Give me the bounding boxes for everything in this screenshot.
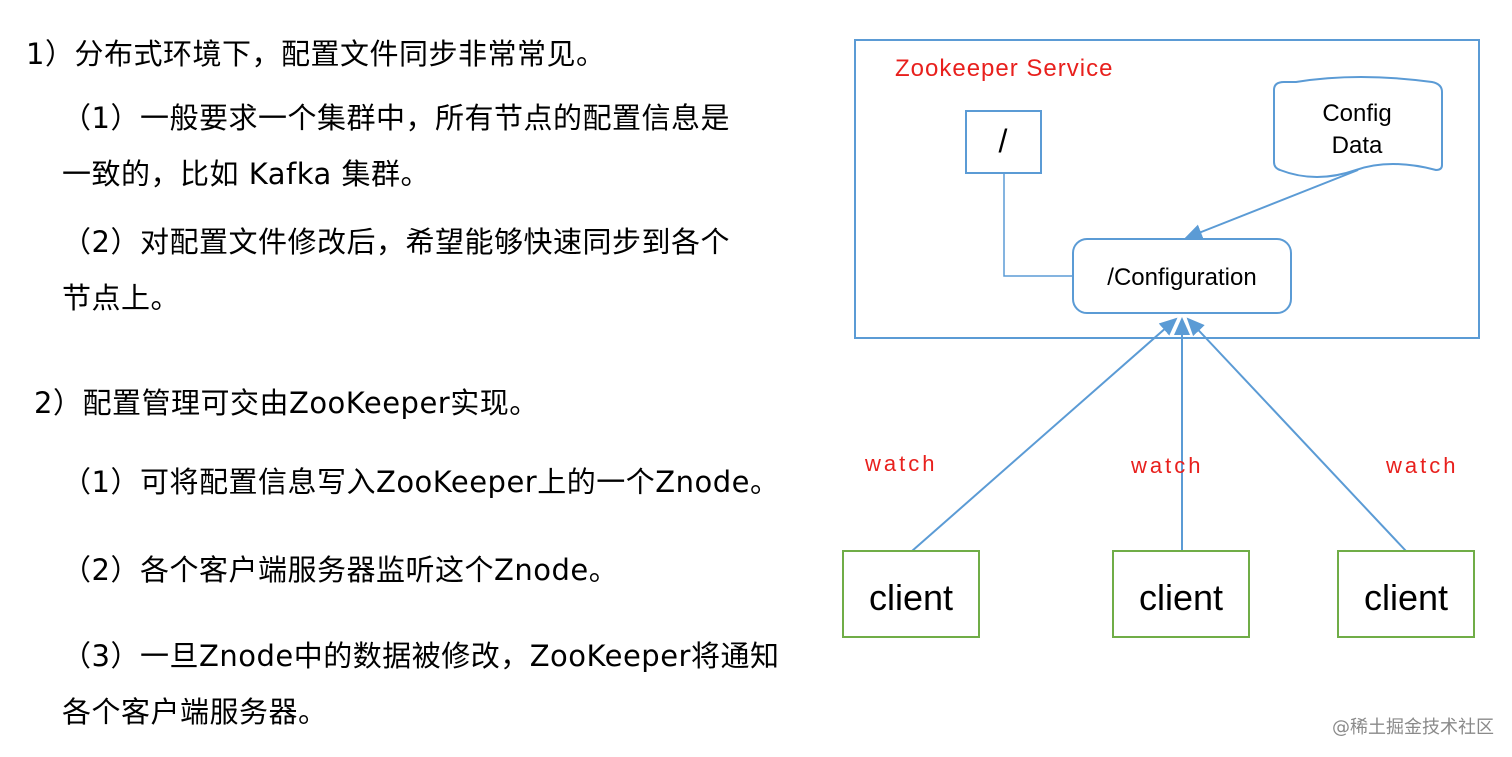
watermark: @稀土掘金技术社区	[1332, 717, 1494, 738]
config-data-line1: Config	[1322, 100, 1391, 127]
line-8: （2）各个客户端服务器监听这个Znode。	[62, 553, 619, 587]
config-data-shape	[1273, 76, 1443, 178]
service-label: Zookeeper Service	[895, 55, 1113, 82]
client-box-1	[842, 550, 980, 638]
client-label-3: client	[1364, 577, 1448, 618]
line-3: 一致的，比如 Kafka 集群。	[62, 157, 430, 191]
root-node-label: /	[999, 123, 1008, 159]
config-data-line2: Data	[1332, 132, 1383, 159]
watch-label-2: watch	[1130, 453, 1203, 478]
data-arrow	[1184, 169, 1359, 240]
watch-arrow-1	[911, 317, 1178, 552]
root-node	[965, 110, 1042, 174]
line-10: 各个客户端服务器。	[62, 695, 328, 729]
line-4: （2）对配置文件修改后，希望能够快速同步到各个	[62, 225, 730, 259]
configuration-node	[1072, 238, 1292, 314]
client-label-1: client	[869, 577, 953, 618]
line-7: （1）可将配置信息写入ZooKeeper上的一个Znode。	[62, 465, 780, 499]
configuration-node-label: /Configuration	[1107, 264, 1256, 291]
line-9: （3）一旦Znode中的数据被修改，ZooKeeper将通知	[62, 639, 780, 673]
root-connector	[1003, 174, 1073, 277]
line-5: 节点上。	[62, 281, 181, 315]
line-6: 2）配置管理可交由ZooKeeper实现。	[34, 386, 539, 420]
watch-label-3: watch	[1385, 453, 1458, 478]
line-1: 1）分布式环境下，配置文件同步非常常见。	[26, 37, 606, 71]
line-2: （1）一般要求一个集群中，所有节点的配置信息是	[62, 101, 730, 135]
watch-arrow-3	[1186, 317, 1407, 552]
client-label-2: client	[1139, 577, 1223, 618]
client-box-3	[1337, 550, 1475, 638]
service-frame	[854, 39, 1480, 339]
watch-label-1: watch	[864, 451, 937, 476]
client-box-2	[1112, 550, 1250, 638]
